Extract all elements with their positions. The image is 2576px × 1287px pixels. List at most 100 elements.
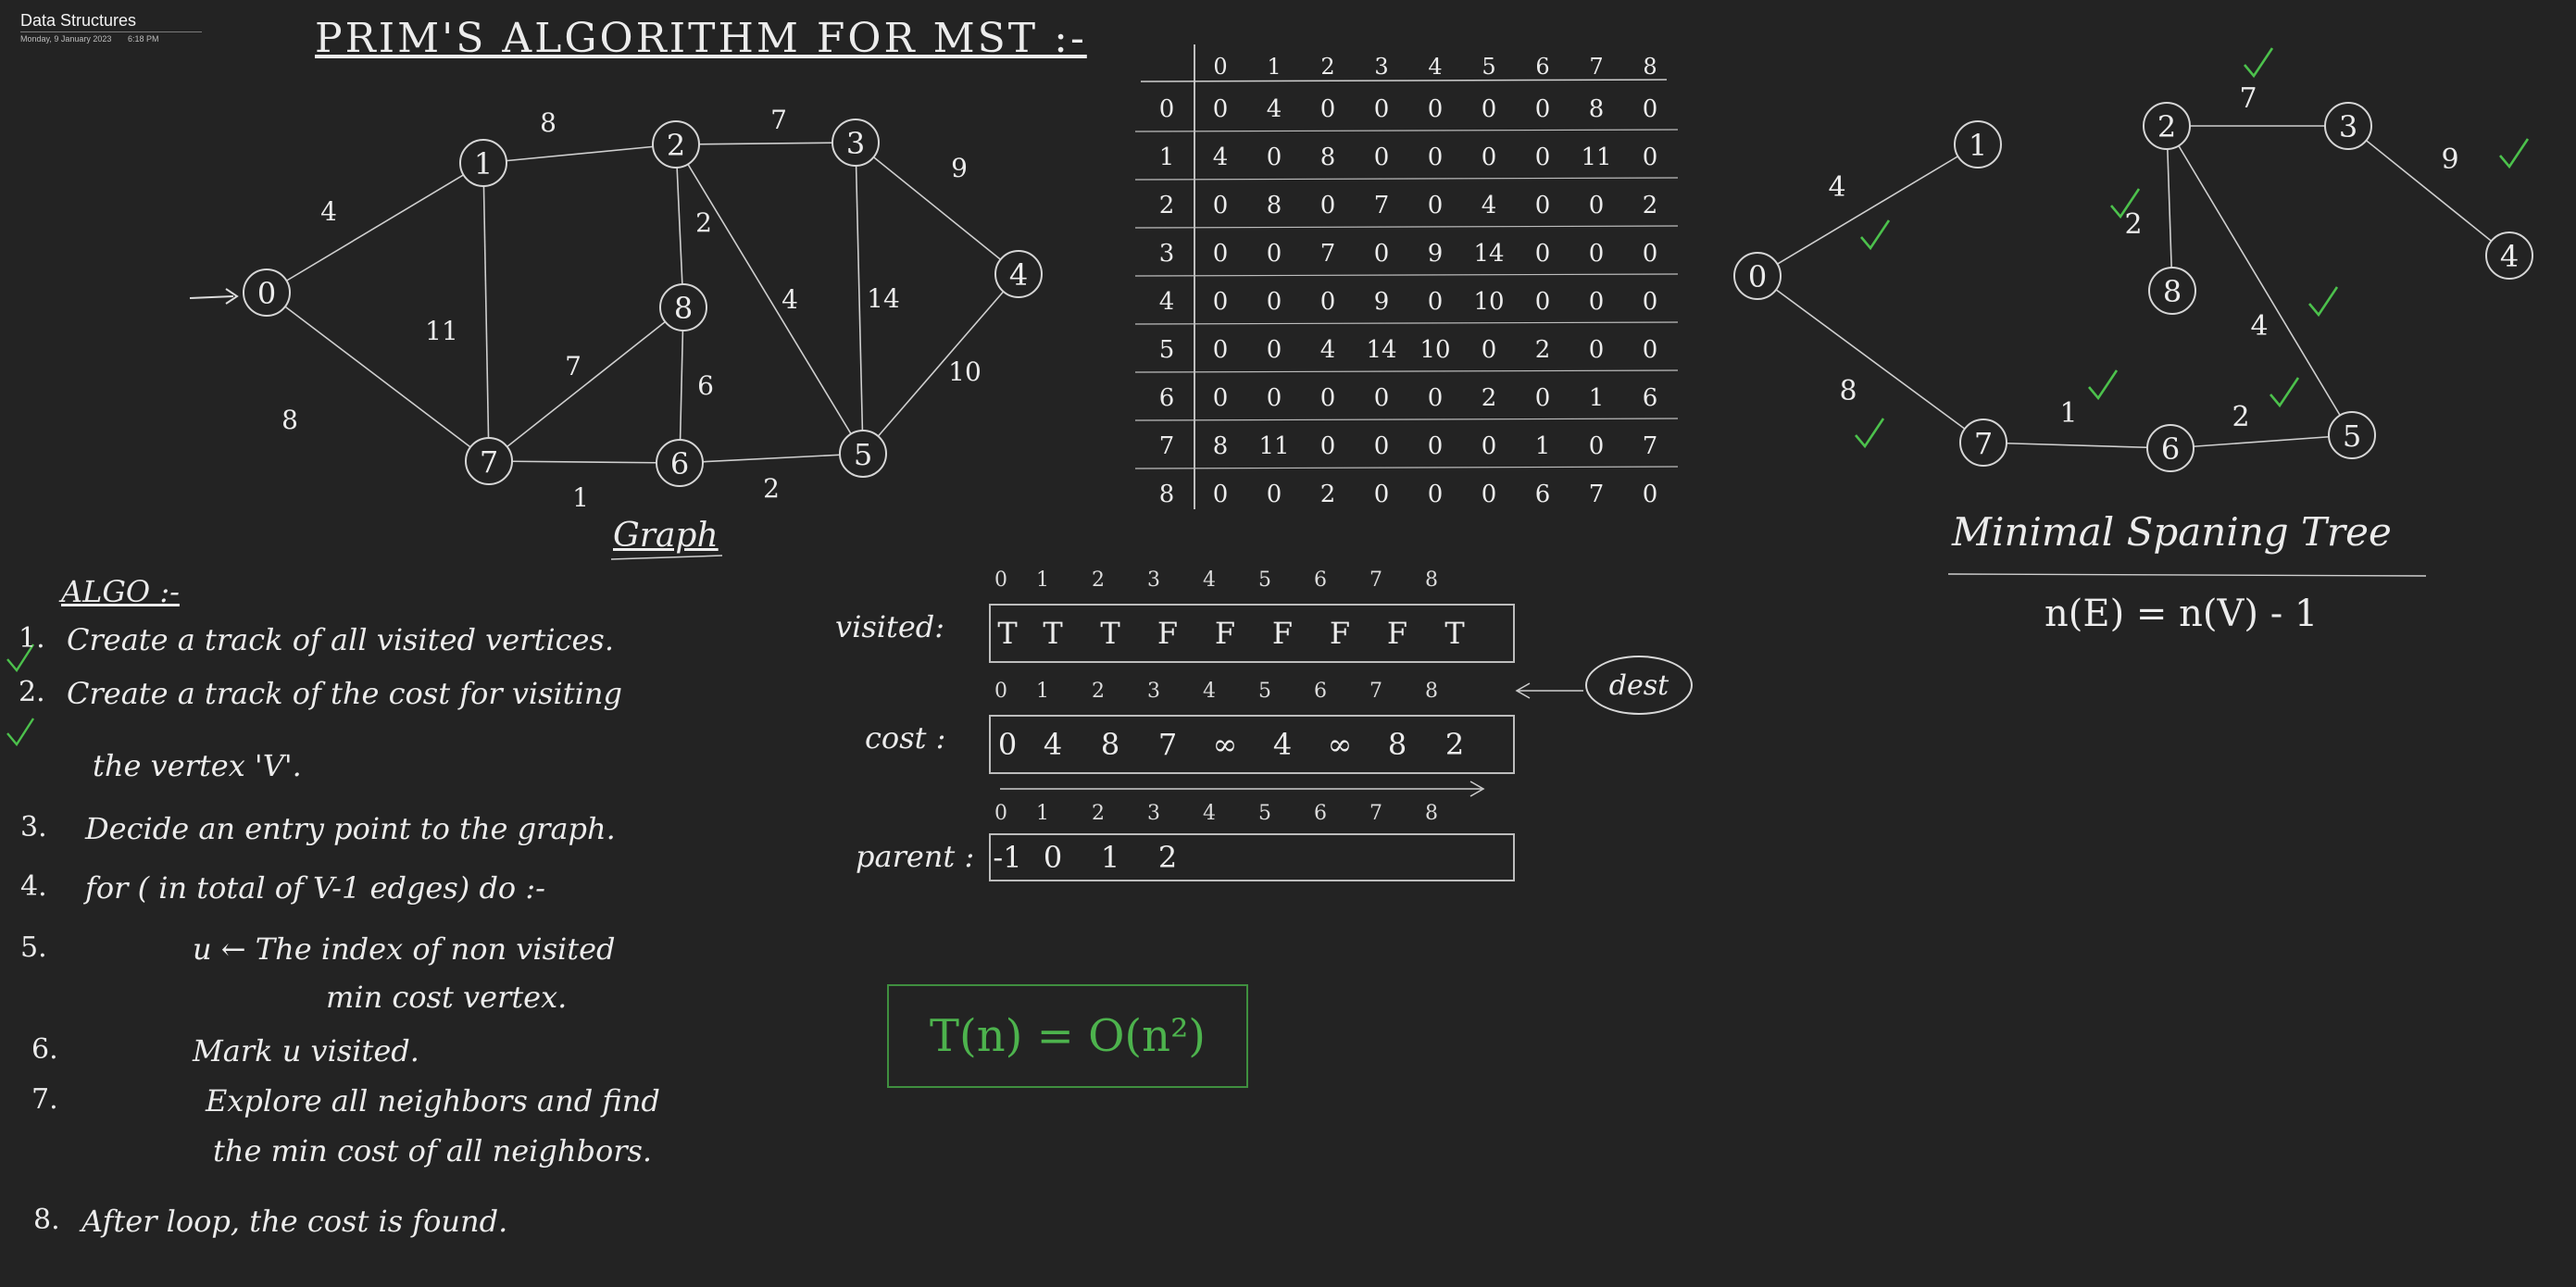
- mst-edge-weight: 8: [1839, 375, 1857, 407]
- graph-edge-weight: 2: [695, 207, 712, 238]
- graph-node: [459, 139, 507, 187]
- matrix-header-rule: [1140, 79, 1668, 82]
- cost-cell: 4: [1272, 727, 1293, 762]
- graph-edge-weight: 8: [540, 107, 556, 138]
- mst-node: [1733, 252, 1782, 300]
- algo-step-number: 6.: [31, 1033, 58, 1066]
- array-index: 2: [1092, 802, 1105, 825]
- matrix-cell: 0: [1374, 384, 1390, 412]
- matrix-cell: 0: [1213, 481, 1229, 508]
- algo-step-number: 8.: [33, 1204, 60, 1236]
- mst-node: [1954, 120, 2002, 169]
- dest-label: dest: [1585, 656, 1693, 715]
- matrix-cell: 0: [1482, 95, 1497, 123]
- check-icon: [2499, 138, 2530, 169]
- matrix-cell: 0: [1589, 240, 1605, 268]
- parent-cell: -1: [993, 840, 1022, 875]
- array-index: 8: [1425, 680, 1438, 703]
- matrix-cell: 6: [1535, 481, 1551, 508]
- visited-cell: T: [997, 616, 1018, 651]
- array-index: 2: [1092, 680, 1105, 703]
- array-index: 5: [1258, 680, 1271, 703]
- matrix-cell: 0: [1428, 288, 1444, 316]
- matrix-row-label: 8: [1159, 481, 1175, 508]
- graph-node: [832, 119, 880, 167]
- graph-node: [994, 250, 1043, 298]
- entry-arrow: [189, 295, 234, 299]
- matrix-cell: 0: [1374, 144, 1390, 171]
- matrix-cell: 0: [1428, 192, 1444, 219]
- cost-scan-arrow-head: [1469, 781, 1485, 797]
- mst-edge: [2166, 125, 2353, 436]
- matrix-cell: 0: [1643, 144, 1658, 171]
- algo-step-number: 7.: [31, 1083, 58, 1116]
- entry-arrow-head: [225, 288, 239, 305]
- graph-edge-weight: 11: [425, 316, 458, 346]
- mst-caption-underline: [1947, 573, 2427, 577]
- complexity-box: T(n) = O(n²): [887, 984, 1248, 1088]
- algo-step-text: Create a track of the cost for visiting: [67, 676, 622, 711]
- matrix-cell: 0: [1374, 240, 1390, 268]
- array-index: 3: [1147, 680, 1160, 703]
- matrix-cell: 7: [1589, 481, 1605, 508]
- matrix-row-rule: [1134, 177, 1679, 181]
- matrix-cell: 0: [1320, 432, 1336, 460]
- mst-edge: [1757, 144, 1979, 277]
- cost-cell: 8: [1100, 727, 1120, 762]
- mst-caption: Minimal Spaning Tree: [1952, 509, 2392, 555]
- matrix-cell: 0: [1320, 95, 1336, 123]
- algo-step-text: After loop, the cost is found.: [81, 1204, 508, 1239]
- parent-cell: 2: [1157, 840, 1178, 875]
- matrix-cell: 0: [1428, 481, 1444, 508]
- mst-edge-weight: 2: [2232, 401, 2249, 433]
- matrix-cell: 0: [1428, 384, 1444, 412]
- matrix-cell: 4: [1482, 192, 1497, 219]
- matrix-row-rule: [1134, 129, 1679, 132]
- visited-cell: T: [1444, 616, 1465, 651]
- matrix-cell: 0: [1643, 288, 1658, 316]
- mst-edge-weight: 4: [1828, 171, 1845, 204]
- matrix-cell: 8: [1267, 192, 1282, 219]
- algo-step-text: min cost vertex.: [326, 980, 568, 1015]
- matrix-cell: 0: [1482, 432, 1497, 460]
- mst-edge-weight: 1: [2059, 397, 2077, 430]
- algo-step-number: 5.: [20, 931, 47, 964]
- matrix-cell: 14: [1366, 336, 1396, 364]
- matrix-row-label: 7: [1159, 432, 1175, 460]
- mst-node-label: 1: [1969, 128, 1987, 163]
- mst-node: [2328, 411, 2376, 459]
- matrix-col-header: 1: [1267, 54, 1281, 80]
- matrix-col-header: 2: [1320, 54, 1334, 80]
- matrix-cell: 10: [1419, 336, 1450, 364]
- graph-node-label: 3: [846, 126, 865, 161]
- mst-node: [2143, 102, 2191, 150]
- array-index: 7: [1369, 680, 1382, 703]
- matrix-cell: 2: [1320, 481, 1336, 508]
- matrix-cell: 0: [1267, 336, 1282, 364]
- graph-edge: [266, 162, 484, 294]
- array-index: 4: [1203, 802, 1216, 825]
- matrix-cell: 7: [1374, 192, 1390, 219]
- matrix-cell: 4: [1320, 336, 1336, 364]
- cost-cell: 4: [1043, 727, 1063, 762]
- graph-edge-weight: 1: [572, 482, 589, 513]
- graph-edge-weight: 6: [697, 370, 714, 401]
- array-index: 7: [1369, 569, 1382, 592]
- array-index: 8: [1425, 569, 1438, 592]
- graph-edge: [482, 162, 490, 462]
- matrix-cell: 0: [1535, 384, 1551, 412]
- parent-cell: 1: [1100, 840, 1120, 875]
- matrix-row-rule: [1134, 225, 1679, 229]
- matrix-cell: 1: [1589, 384, 1605, 412]
- mst-node-label: 7: [1974, 426, 1993, 461]
- matrix-row-label: 4: [1159, 288, 1175, 316]
- algo-step-text: for ( in total of V-1 edges) do :-: [85, 870, 545, 906]
- visited-cell: F: [1329, 616, 1351, 651]
- array-index: 0: [994, 802, 1007, 825]
- mst-edge-weight: 7: [2239, 82, 2257, 115]
- graph-node-label: 0: [257, 276, 276, 311]
- matrix-col-header: 4: [1428, 54, 1442, 80]
